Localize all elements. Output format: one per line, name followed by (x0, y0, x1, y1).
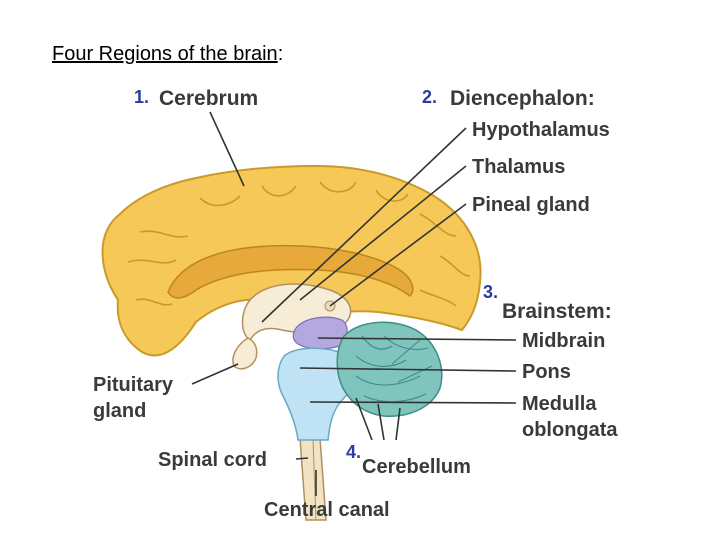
label-medulla-line1: Medulla (522, 393, 597, 415)
cerebellum-leader-c (395, 407, 401, 441)
midbrain-leader (317, 337, 517, 341)
label-thalamus: Thalamus (472, 156, 565, 178)
label-pituitary-line2: gland (93, 400, 146, 422)
region-number-1: 1. (134, 87, 149, 107)
label-medulla-line2: oblongata (522, 419, 618, 441)
slide-title-text: Four Regions of the brain (52, 43, 278, 65)
region-number-3: 3. (483, 282, 498, 302)
spinal-cord-leader (295, 457, 309, 460)
region-name-cerebellum: Cerebellum (362, 456, 471, 478)
label-spinal-cord: Spinal cord (158, 449, 267, 471)
leader-lines (191, 111, 517, 496)
medulla-leader (309, 401, 517, 404)
label-pons: Pons (522, 361, 571, 383)
label-pituitary-line1: Pituitary (93, 374, 174, 396)
cerebrum-leader (209, 111, 245, 187)
slide-title: Four Regions of the brain: (52, 43, 283, 66)
hypothalamus-leader (261, 127, 467, 323)
region-name-cerebrum: Cerebrum (159, 87, 258, 110)
pineal-gland-leader (329, 203, 467, 307)
cerebellum-leader-b (377, 403, 385, 441)
region-name-diencephalon: Diencephalon: (450, 87, 595, 110)
label-midbrain: Midbrain (522, 330, 605, 352)
cerebellum-leader-a (355, 397, 373, 441)
label-hypothalamus: Hypothalamus (472, 119, 610, 141)
central-canal-line-shape (312, 439, 317, 521)
cerebrum-folds (127, 181, 471, 307)
label-central-canal: Central canal (264, 499, 390, 521)
region-number-4: 4. (346, 442, 361, 462)
pituitary-gland-shape (232, 337, 258, 370)
region-number-2: 2. (422, 87, 437, 107)
slide-title-colon: : (277, 43, 284, 65)
pituitary-gland-leader (191, 363, 239, 385)
label-pineal-gland: Pineal gland (472, 194, 590, 216)
region-name-brainstem: Brainstem: (502, 300, 612, 323)
thalamus-leader (299, 165, 467, 301)
brainstem-shape (277, 347, 354, 441)
pons-leader (299, 367, 517, 372)
